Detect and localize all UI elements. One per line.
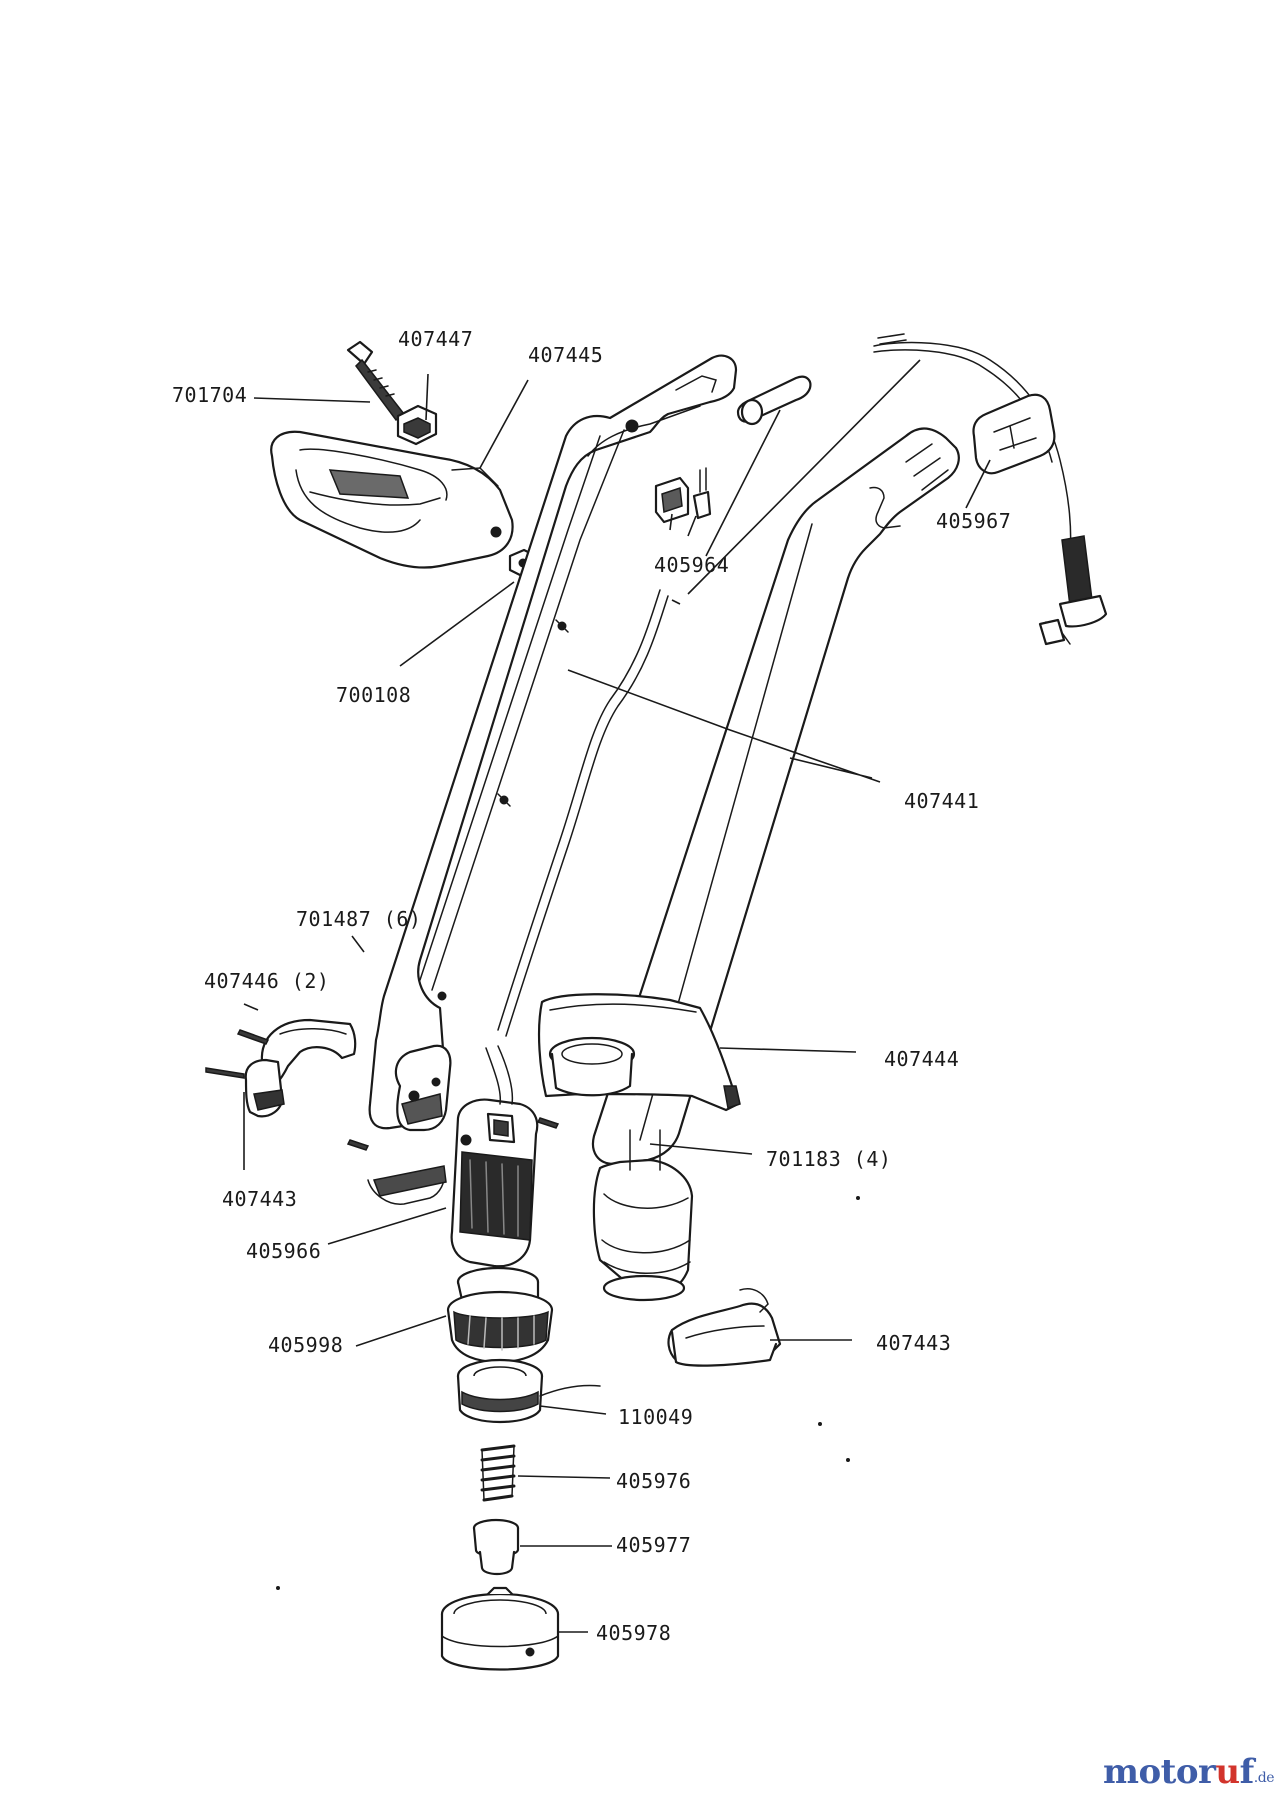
spool-part: [456, 1358, 601, 1424]
part-label-405998: 405998: [268, 1333, 343, 1357]
watermark-brand-part2: f: [1239, 1752, 1255, 1792]
auxiliary-handle-part: [270, 430, 514, 569]
part-label-701487: 701487 (6): [296, 907, 421, 931]
part-label-405978: 405978: [596, 1621, 671, 1645]
part-label-407446: 407446 (2): [204, 969, 329, 993]
watermark-logo: motoruf.de: [1102, 1752, 1275, 1792]
leader-lines: [243, 359, 991, 1633]
part-label-701183: 701183 (4): [766, 1147, 891, 1171]
part-label-405977: 405977: [616, 1533, 691, 1557]
watermark-brand-part1: motor: [1102, 1752, 1216, 1792]
handle-shell-left-part: [367, 354, 738, 1205]
scan-dots: [276, 1196, 860, 1590]
clamp-left-part: [205, 1018, 357, 1118]
grip-pin-part: [736, 375, 812, 426]
screw-part: [346, 1117, 560, 1151]
part-label-407441: 407441: [904, 789, 979, 813]
part-label-110049: 110049: [618, 1405, 693, 1429]
switch-part: [654, 467, 712, 524]
part-label-700108: 700108: [336, 683, 411, 707]
part-label-407443-left: 407443: [222, 1187, 297, 1211]
part-label-407444: 407444: [884, 1047, 959, 1071]
part-label-407445: 407445: [528, 343, 603, 367]
part-label-407447: 407447: [398, 327, 473, 351]
spring-part: [480, 1444, 516, 1502]
part-label-405967: 405967: [936, 509, 1011, 533]
bolt-part: [346, 340, 406, 422]
spool-cap-part: [472, 1518, 520, 1576]
fan-part: [446, 1266, 554, 1364]
handle-shell-right-part: [591, 427, 960, 1302]
bump-knob-part: [440, 1586, 560, 1671]
watermark-tld: .de: [1253, 1770, 1275, 1786]
internal-cable-part: [497, 589, 669, 1037]
part-label-405976: 405976: [616, 1469, 691, 1493]
motor-part: [450, 1045, 539, 1268]
clamp-cover-right-part: [667, 1288, 782, 1367]
part-label-405964: 405964: [654, 553, 729, 577]
part-label-407443-right: 407443: [876, 1331, 951, 1355]
part-labels: 407447 407445 701704 405967 405964 70010…: [172, 327, 1011, 1645]
part-label-405966: 405966: [246, 1239, 321, 1263]
power-cable-part: [873, 333, 1108, 646]
grass-guard-part: [537, 993, 741, 1112]
watermark-brand-dot: u: [1215, 1752, 1240, 1792]
nut-part: [396, 404, 438, 446]
part-label-701704: 701704: [172, 383, 247, 407]
